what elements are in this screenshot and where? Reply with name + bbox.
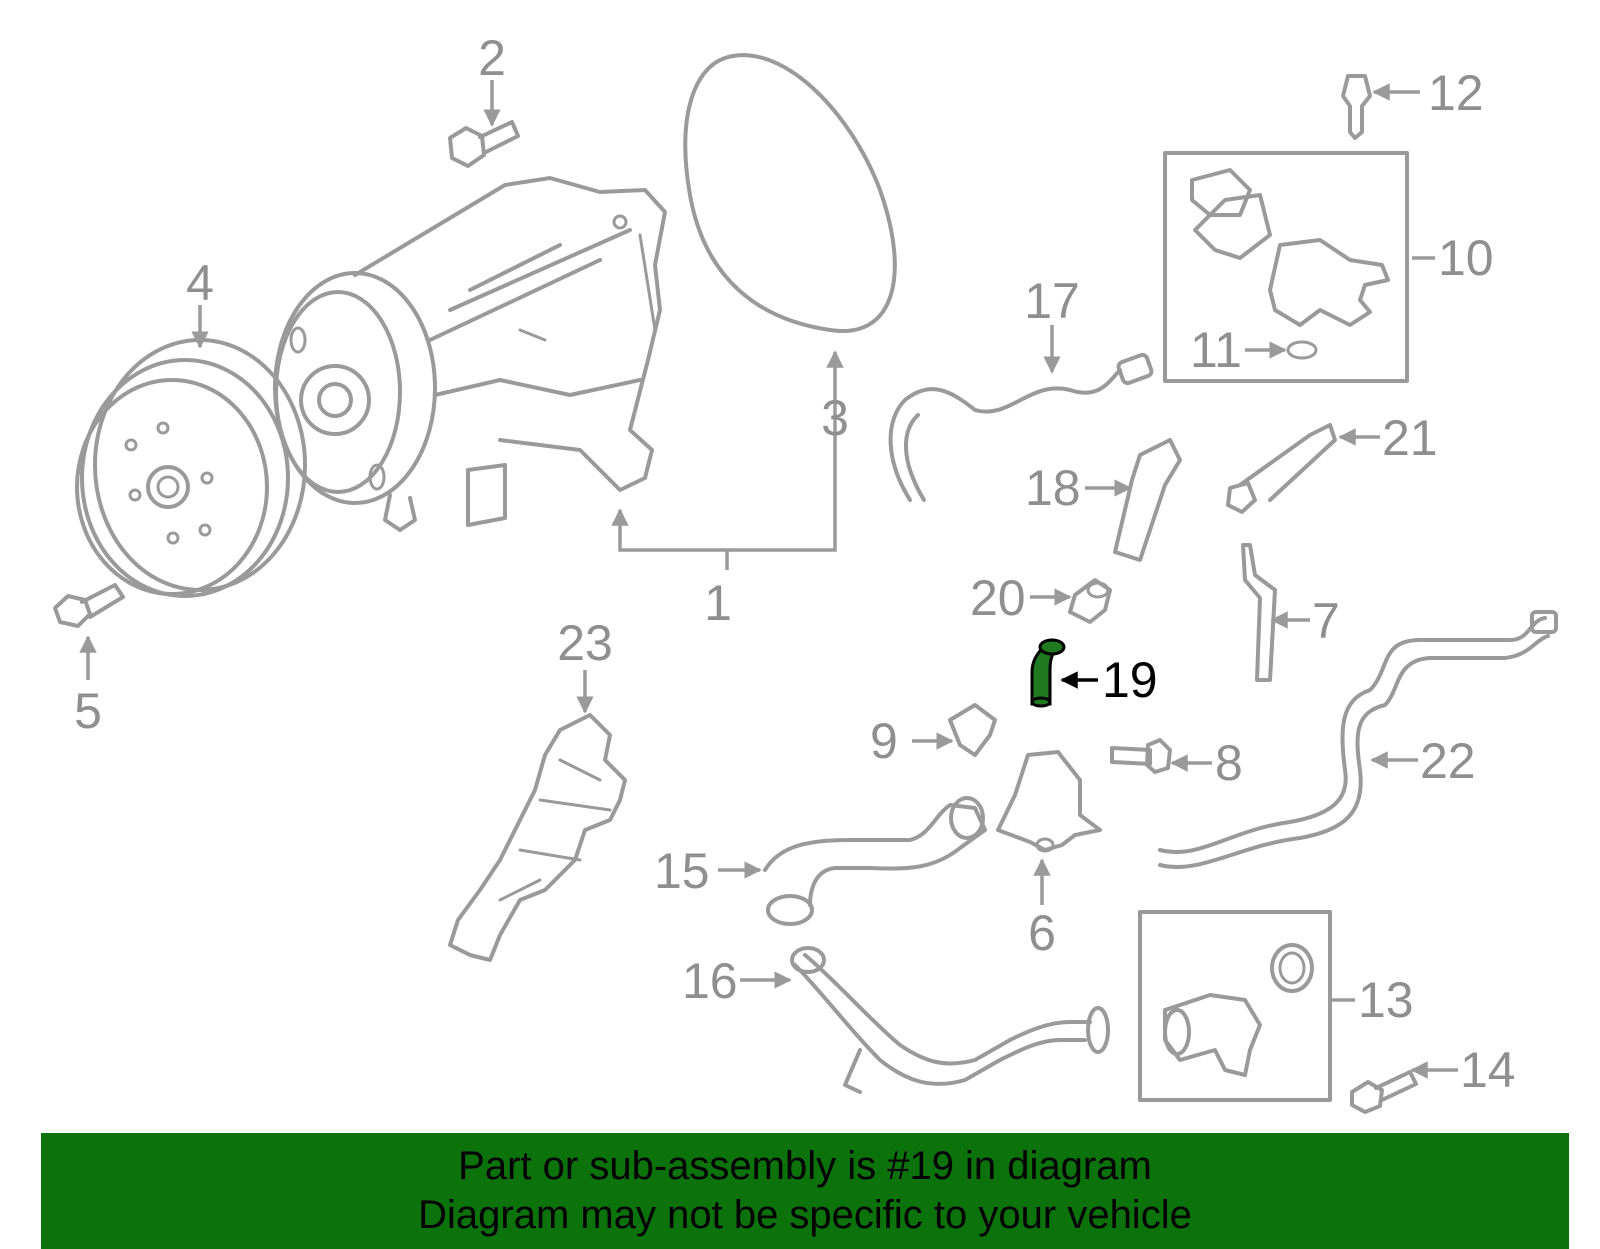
part-15-hose (763, 796, 987, 926)
info-banner: Part or sub-assembly is #19 in diagram D… (41, 1133, 1569, 1249)
part-18-hose (1113, 438, 1182, 562)
part-12-bolt (1341, 74, 1372, 140)
callout-5: 5 (74, 683, 102, 739)
leader-1-bracket (611, 350, 844, 570)
part-13-housing-box (1138, 910, 1332, 1102)
callout-2: 2 (478, 30, 506, 86)
callout-11: 11 (1190, 322, 1242, 378)
part-10-housing-box (1163, 151, 1409, 383)
banner-line-1: Part or sub-assembly is #19 in diagram (458, 1144, 1152, 1188)
part-9-clip (948, 703, 997, 757)
part-3-gasket (683, 53, 897, 334)
part-17-hose (888, 352, 1154, 502)
part-21-sensor (1226, 423, 1337, 514)
callout-7: 7 (1312, 593, 1340, 649)
leaders (79, 80, 1458, 1079)
callout-15: 15 (654, 843, 710, 899)
part-2-bolt (448, 120, 520, 168)
callout-21: 21 (1382, 410, 1438, 466)
callout-22: 22 (1420, 733, 1476, 789)
part-1-water-pump (273, 176, 667, 532)
callout-13: 13 (1358, 972, 1414, 1028)
part-6-outlet (996, 750, 1102, 853)
part-19-highlighted-hose (1030, 638, 1066, 708)
part-7-bracket (1241, 543, 1277, 682)
callout-1: 1 (704, 575, 732, 631)
callout-12: 12 (1428, 65, 1484, 121)
callout-17: 17 (1024, 273, 1080, 329)
part-5-bolt (53, 583, 125, 628)
banner-line-2: Diagram may not be specific to your vehi… (418, 1193, 1192, 1237)
callout-4: 4 (186, 255, 214, 311)
callout-3: 3 (821, 390, 849, 446)
part-23-bracket (448, 713, 627, 962)
callout-14: 14 (1460, 1042, 1516, 1098)
part-22-pipe (1158, 610, 1558, 870)
part-8-bolt (1110, 738, 1172, 774)
callout-6: 6 (1028, 905, 1056, 961)
callout-19: 19 (1102, 652, 1158, 708)
part-14-bolt (1350, 1070, 1418, 1114)
callout-9: 9 (870, 713, 898, 769)
callout-16: 16 (682, 953, 738, 1009)
callout-18: 18 (1025, 460, 1081, 516)
callout-20: 20 (970, 570, 1026, 626)
callout-10: 10 (1438, 230, 1494, 286)
callout-23: 23 (557, 615, 613, 671)
callout-8: 8 (1215, 735, 1243, 791)
part-4-pulley (75, 338, 307, 598)
part-20-plug (1068, 578, 1112, 624)
part-16-pipe (790, 946, 1110, 1094)
